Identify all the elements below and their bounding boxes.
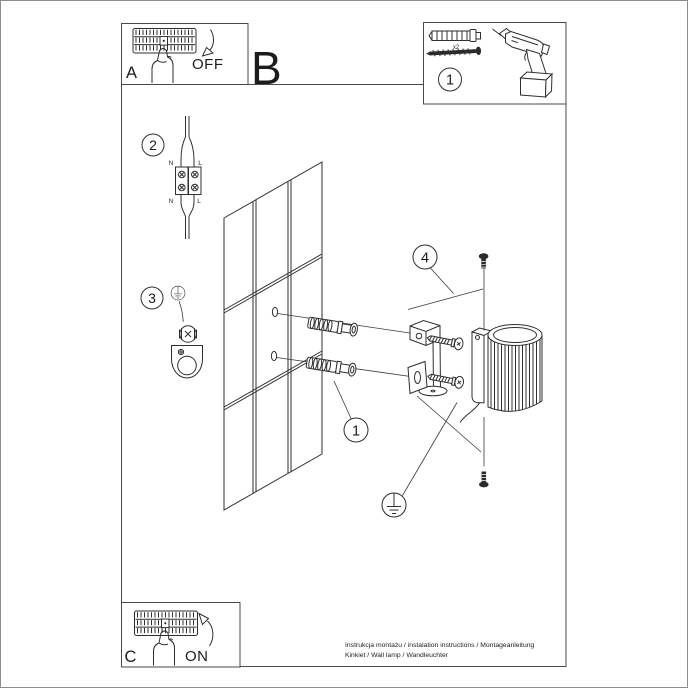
plug-quantity-label: x2 — [453, 45, 460, 51]
arrow-up-icon — [198, 612, 214, 647]
off-label: OFF — [192, 56, 224, 73]
part-number-badge: 1 — [438, 67, 462, 92]
wall-hole — [271, 306, 279, 318]
step-c-box: ON C — [121, 602, 241, 668]
wall-hole — [270, 350, 278, 362]
wiring-diagram: 2 N L N L — [141, 116, 202, 239]
ground-symbol-large — [381, 492, 407, 518]
screw-icon — [426, 46, 482, 57]
footer-text: Instrukcja montażu / instalation instruc… — [345, 642, 535, 659]
ground-symbol-icon — [170, 285, 186, 301]
lamp-shade — [487, 324, 543, 412]
step-b-label: B — [251, 42, 282, 94]
grounding-diagram: 3 — [140, 285, 203, 379]
wall-plug-badge: 1 — [333, 380, 369, 443]
top-screw-icon — [478, 253, 489, 269]
svg-text:2: 2 — [149, 137, 157, 153]
wire-label-n-out: N — [169, 198, 174, 205]
footer-line-1: Instrukcja montażu / instalation instruc… — [345, 642, 535, 649]
svg-text:1: 1 — [446, 73, 454, 89]
step-2-badge: 2 — [141, 133, 165, 157]
mounting-bracket — [407, 319, 448, 397]
step-a-label: A — [126, 64, 137, 82]
lamp-cable — [459, 402, 480, 423]
step-3-badge: 3 — [140, 286, 164, 310]
wire-label-n-in: N — [169, 160, 174, 167]
kit-callout: 4 — [407, 244, 489, 331]
bottom-screw-icon — [479, 471, 489, 488]
kit-badge: 4 — [412, 244, 438, 270]
wire-label-l-in: L — [198, 160, 202, 167]
parts-box: x2 1 — [423, 22, 567, 105]
wall-lamp — [459, 324, 543, 423]
footer-line-2: Kinkiet / Wall lamp / Wandleuchter — [345, 652, 449, 659]
svg-text:3: 3 — [148, 290, 156, 306]
wall-plug-icon — [428, 29, 481, 42]
step-c-label: C — [125, 648, 137, 666]
svg-text:1: 1 — [352, 423, 360, 439]
wire-label-l-out: L — [197, 198, 201, 205]
terminal-block-icon — [175, 166, 202, 195]
bottom-annotations — [381, 395, 489, 518]
lamp-backplate-icon — [171, 345, 203, 379]
ground-terminal-icon — [179, 325, 197, 343]
tiled-wall — [223, 161, 323, 511]
drill-icon — [492, 27, 554, 99]
arrow-down-icon — [201, 29, 215, 57]
svg-text:4: 4 — [421, 250, 429, 266]
on-label: ON — [185, 648, 209, 665]
step-a-box: OFF A — [121, 23, 249, 85]
